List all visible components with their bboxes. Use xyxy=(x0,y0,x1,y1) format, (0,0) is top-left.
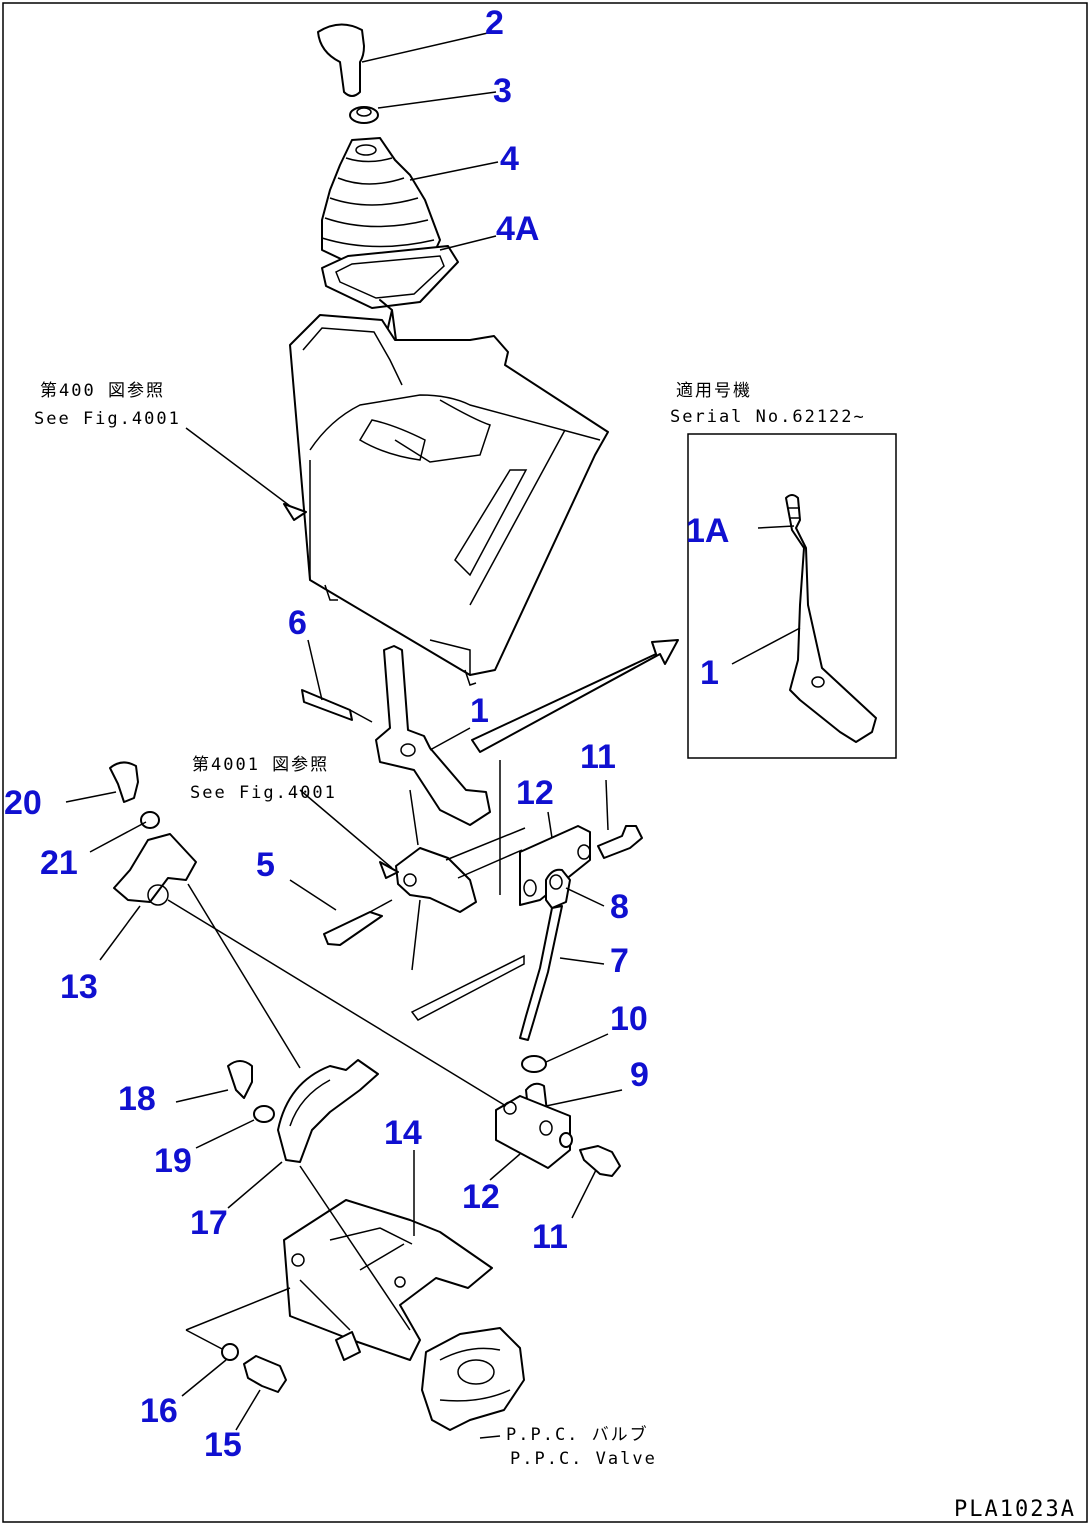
callout-16: 16 xyxy=(140,1392,178,1430)
callout-10: 10 xyxy=(610,1000,648,1038)
part-bolt-11-bottom xyxy=(559,1132,621,1177)
note-serial-jp: 適用号機 xyxy=(676,381,752,401)
part-nut xyxy=(349,106,379,124)
callout-4: 4 xyxy=(500,140,519,178)
note-serial-en: Serial No.62122~ xyxy=(670,407,866,427)
note-ref-mid-en: See Fig.4001 xyxy=(190,783,337,803)
callout-7: 7 xyxy=(610,942,629,980)
callout-labels: 2 3 4 4A 1A 1 6 1 11 12 20 21 5 8 7 13 1… xyxy=(4,4,729,1464)
part-boot-plate xyxy=(321,245,459,309)
callout-19: 19 xyxy=(154,1142,192,1180)
note-ppc-en: P.P.C. Valve xyxy=(510,1449,657,1469)
leader-lines xyxy=(65,31,801,1439)
part-washer-21 xyxy=(140,811,160,829)
callout-9: 9 xyxy=(630,1056,649,1094)
callout-11-bottom: 11 xyxy=(532,1218,568,1256)
callout-12-top: 12 xyxy=(516,774,554,812)
note-ppc-jp: P.P.C. バルブ xyxy=(506,1424,649,1445)
part-lever-block xyxy=(395,760,526,971)
part-bolt-15 xyxy=(243,1355,287,1393)
callout-12-bottom: 12 xyxy=(462,1178,500,1216)
part-cap-17 xyxy=(277,1059,379,1163)
callout-18: 18 xyxy=(118,1080,156,1118)
part-bolt-18 xyxy=(227,1060,253,1099)
callout-21: 21 xyxy=(40,844,78,882)
part-bolt-11-top xyxy=(597,825,643,859)
part-lever xyxy=(375,645,491,826)
part-bracket-13 xyxy=(113,833,197,906)
callout-20: 20 xyxy=(4,784,42,822)
note-ref-mid-jp: 第4001 図参照 xyxy=(192,755,329,775)
part-rod-7 xyxy=(519,868,571,1041)
callout-1a: 1A xyxy=(686,512,729,550)
part-washer-16 xyxy=(221,1343,239,1361)
part-console-housing xyxy=(289,314,609,686)
callout-2: 2 xyxy=(485,4,504,42)
callout-17: 17 xyxy=(190,1204,228,1242)
part-bolt-20 xyxy=(109,761,139,803)
callout-5: 5 xyxy=(256,846,275,884)
callout-1: 1 xyxy=(470,692,489,730)
note-ref-top-jp: 第400 図参照 xyxy=(40,381,165,401)
part-plate-12-bottom xyxy=(495,1095,571,1169)
callout-14: 14 xyxy=(384,1114,422,1152)
callout-1-detail: 1 xyxy=(700,654,719,692)
callout-8: 8 xyxy=(610,888,629,926)
part-bracket-14 xyxy=(283,1199,493,1361)
callout-15: 15 xyxy=(204,1426,242,1464)
callout-11-top: 11 xyxy=(580,738,616,776)
detail-arrow xyxy=(471,639,679,753)
part-pin-5 xyxy=(323,899,393,946)
part-knob xyxy=(317,23,365,97)
part-plate-12-top xyxy=(519,825,591,906)
callout-13: 13 xyxy=(60,968,98,1006)
serial-detail-box xyxy=(687,433,897,759)
callout-6: 6 xyxy=(288,604,307,642)
note-ref-top-en: See Fig.4001 xyxy=(34,409,181,429)
part-nut-10 xyxy=(521,1055,547,1073)
part-pin-6 xyxy=(301,689,373,723)
part-ppc-valve xyxy=(421,1327,525,1431)
drawing-code: PLA1023A xyxy=(954,1497,1076,1522)
part-washer-19 xyxy=(253,1105,275,1123)
callout-4a: 4A xyxy=(496,210,539,248)
reference-notes: 第400 図参照 See Fig.4001 第4001 図参照 See Fig.… xyxy=(34,381,1076,1522)
callout-3: 3 xyxy=(493,72,512,110)
